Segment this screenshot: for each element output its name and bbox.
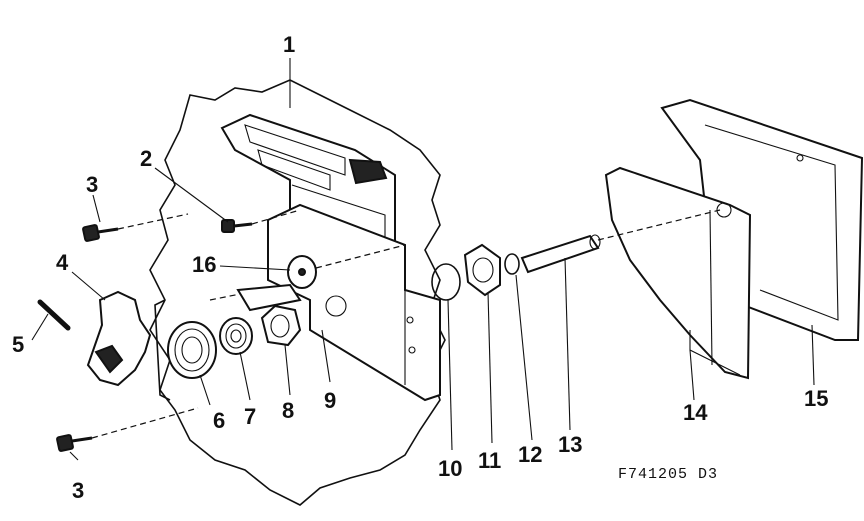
callout-6: 6 (213, 408, 225, 433)
callout-11: 11 (478, 448, 501, 473)
callout-2: 2 (140, 146, 152, 171)
callout-16: 16 (192, 252, 216, 277)
callout-3-upper: 3 (86, 172, 98, 197)
part-13-shaft (520, 234, 601, 274)
part-8-bushing (236, 283, 302, 347)
part-15-housing (660, 98, 864, 341)
callout-7: 7 (244, 404, 256, 429)
callout-12: 12 (518, 442, 542, 467)
part-11-hex-nut (463, 243, 501, 297)
assembly-line-shaft (597, 209, 721, 241)
assembly-line-pivot (315, 244, 406, 269)
background-panel-outline (149, 79, 446, 506)
callout-15: 15 (804, 386, 828, 411)
callout-14: 14 (683, 400, 708, 425)
part-3-screw-lower (56, 434, 93, 452)
part-5-pin (37, 299, 71, 331)
assembly-line-screw-lower (91, 407, 199, 439)
drawing-code: F741205 D3 (618, 466, 718, 483)
part-3-screw-upper (82, 224, 119, 242)
assembly-line-screw-2 (251, 209, 301, 225)
part-4-latch-cam (86, 290, 152, 387)
part-10-ring (431, 263, 461, 301)
callout-9: 9 (324, 388, 336, 413)
assembly-line-bolt (209, 293, 241, 301)
callout-4: 4 (56, 250, 69, 275)
callout-13: 13 (558, 432, 582, 457)
part-6-large-spring (154, 299, 217, 401)
callout-3-lower: 3 (72, 478, 84, 503)
callout-10: 10 (438, 456, 462, 481)
part-9-mounting-plate (267, 203, 441, 402)
callout-8: 8 (282, 398, 294, 423)
callout-1: 1 (283, 32, 295, 57)
part-2-screw (221, 219, 253, 233)
part-7-small-spring (219, 317, 253, 355)
assembly-line-screw-upper (117, 213, 189, 230)
callout-5: 5 (12, 332, 24, 357)
part-12-washer (504, 253, 520, 275)
part-16-pivot-disc (287, 255, 317, 289)
